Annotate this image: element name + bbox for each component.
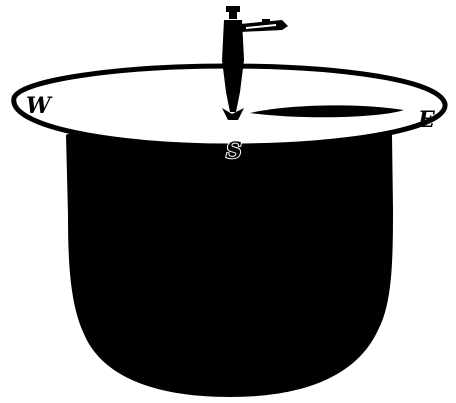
hat-crown bbox=[66, 130, 393, 397]
compass-east-label: E bbox=[417, 107, 436, 133]
compass-west-label: W bbox=[26, 93, 53, 119]
compass-south-label: S bbox=[226, 138, 242, 164]
